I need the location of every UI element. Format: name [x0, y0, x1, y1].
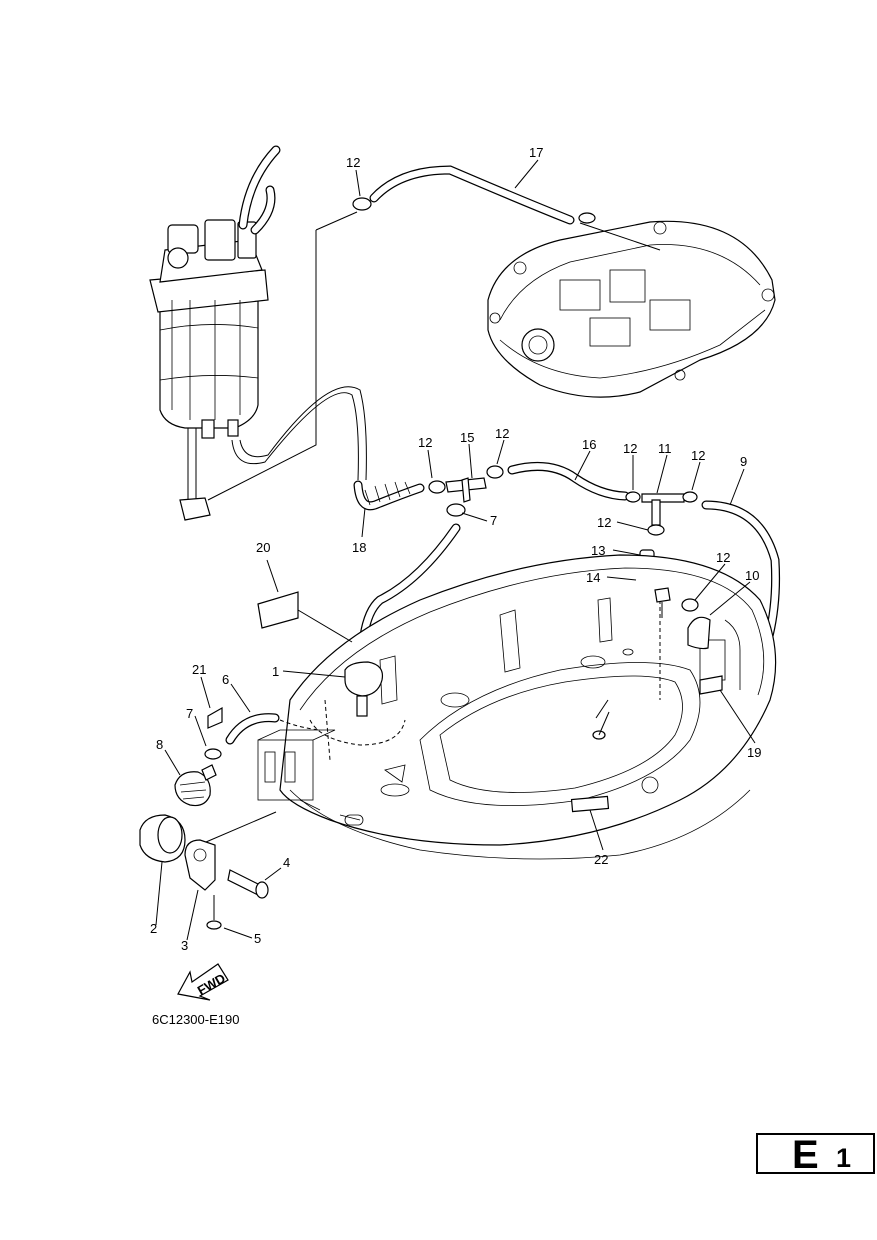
page-tag-number: 1 [836, 1143, 852, 1173]
page-tag: E 1 [756, 1133, 875, 1177]
callout-6: 6 [222, 672, 229, 687]
callout-10: 10 [745, 568, 759, 583]
bottom-cowling [257, 554, 777, 860]
callouts: 12 17 12 15 12 16 12 11 12 9 12 13 14 12… [150, 145, 761, 953]
callout-16: 16 [582, 437, 596, 452]
callout-18: 18 [352, 540, 366, 555]
grommet-1 [344, 661, 384, 717]
fitting-8 [174, 764, 217, 807]
callout-2: 2 [150, 921, 157, 936]
page-tag-letter: E [792, 1133, 819, 1177]
callout-9: 9 [740, 454, 747, 469]
callout-15: 15 [460, 430, 474, 445]
callout-12b: 12 [418, 435, 432, 450]
callout-17: 17 [529, 145, 543, 160]
callout-12c: 12 [495, 426, 509, 441]
callout-11: 11 [658, 441, 672, 456]
hose-18 [353, 480, 425, 511]
bracket-10 [592, 587, 711, 740]
callout-19: 19 [747, 745, 761, 760]
callout-12f: 12 [597, 515, 611, 530]
callout-14: 14 [586, 570, 600, 585]
screw-4 [227, 869, 269, 899]
vapor-separator-assembly [149, 145, 367, 521]
hose-16 [507, 461, 630, 501]
screw-5 [206, 895, 222, 930]
callout-22: 22 [594, 852, 608, 867]
callout-7a: 7 [186, 706, 193, 721]
callout-5: 5 [254, 931, 261, 946]
callout-12a: 12 [346, 155, 360, 170]
hose-6 [225, 713, 321, 745]
callout-12d: 12 [623, 441, 637, 456]
leader-lines [155, 159, 756, 941]
callout-20: 20 [256, 540, 270, 555]
callout-7b: 7 [490, 513, 497, 528]
hose-clip-12-top [352, 197, 596, 224]
bracket-3 [184, 839, 216, 891]
callout-12e: 12 [691, 448, 705, 463]
tee-joint-15 [428, 465, 504, 503]
callout-8: 8 [156, 737, 163, 752]
callout-12g: 12 [716, 550, 730, 565]
tee-joint-11 [625, 491, 698, 536]
drawing-code: 6C12300-E190 [152, 1012, 240, 1027]
clip-7 [204, 748, 222, 760]
label-plates [207, 591, 723, 729]
callout-3: 3 [181, 938, 188, 953]
callout-4: 4 [283, 855, 290, 870]
hose-17 [207, 165, 661, 501]
cap-2 [139, 814, 186, 863]
exhaust-guide-plate [487, 220, 776, 398]
fwd-arrow-icon: FWD [177, 963, 229, 1001]
callout-13: 13 [591, 543, 605, 558]
callout-21: 21 [192, 662, 206, 677]
callout-1: 1 [272, 664, 279, 679]
